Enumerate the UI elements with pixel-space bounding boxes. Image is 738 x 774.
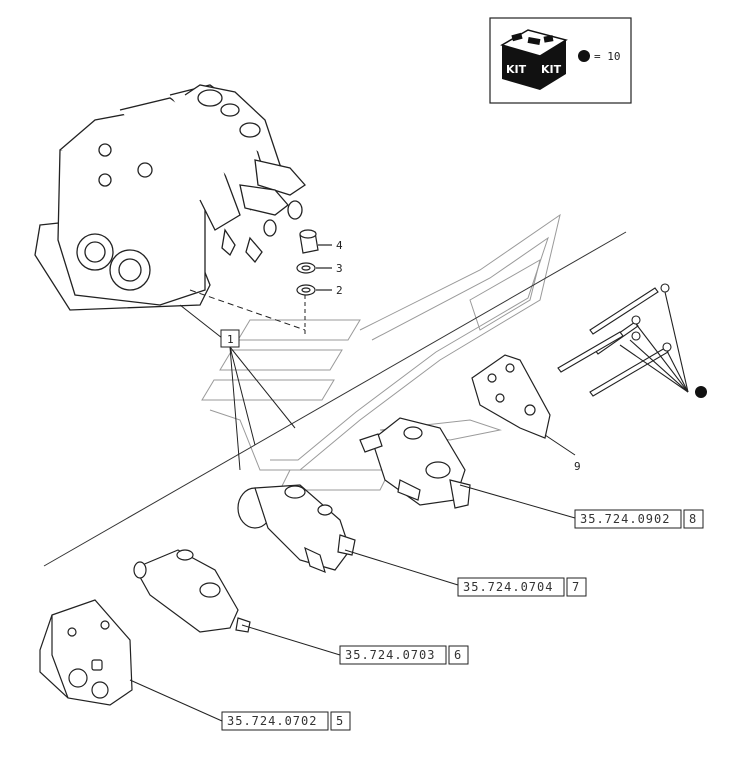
- leader-7: [344, 549, 459, 586]
- leader-9: [544, 434, 576, 456]
- reference-code: 35.724.0902: [580, 512, 670, 526]
- reference-code: 35.724.0702: [227, 714, 317, 728]
- kit-dot-icon: [578, 50, 590, 62]
- reference-8[interactable]: 35.724.0902 8: [574, 509, 704, 529]
- reference-item: 8: [689, 512, 697, 526]
- kit-legend: KIT KIT = 10: [489, 17, 632, 104]
- main-valve-assembly: [34, 84, 306, 311]
- callout-1: 1: [227, 333, 234, 346]
- reference-item: 5: [336, 714, 344, 728]
- callout-9: 9: [574, 460, 581, 473]
- callout-1-group: 1: [179, 304, 296, 471]
- reference-7[interactable]: 35.724.0704 7: [457, 577, 587, 597]
- callout-4: 4: [336, 239, 343, 252]
- washer-part: [296, 262, 332, 274]
- kit-label-right: KIT: [541, 63, 562, 76]
- kit-label-left: KIT: [506, 63, 527, 76]
- reference-item: 6: [454, 648, 462, 662]
- leader-5: [129, 679, 223, 722]
- valve-section-6: [133, 549, 251, 633]
- kit-box-icon: KIT KIT: [500, 29, 568, 90]
- reference-6[interactable]: 35.724.0703 6: [339, 645, 469, 665]
- kit-dot-marker-icon: [695, 386, 707, 398]
- centerline-dashed: [189, 289, 306, 331]
- seal-part: [296, 284, 332, 296]
- reference-5[interactable]: 35.724.0702 5: [221, 711, 351, 731]
- valve-section-5: [39, 599, 133, 706]
- callout-2: 2: [336, 284, 343, 297]
- leader-6: [241, 624, 341, 656]
- separator-line: [43, 231, 627, 567]
- leader-8: [459, 484, 576, 519]
- valve-section-8: [359, 417, 471, 509]
- callout-3: 3: [336, 262, 343, 275]
- reference-code: 35.724.0703: [345, 648, 435, 662]
- reference-item: 7: [572, 580, 580, 594]
- valve-section-7: [237, 484, 356, 574]
- reference-code: 35.724.0704: [463, 580, 553, 594]
- bracket-plate: [471, 354, 551, 439]
- watermark-logo: [201, 213, 561, 491]
- tie-rods: [557, 283, 689, 397]
- kit-legend-text: = 10: [594, 50, 621, 63]
- bolt-part: [299, 229, 332, 254]
